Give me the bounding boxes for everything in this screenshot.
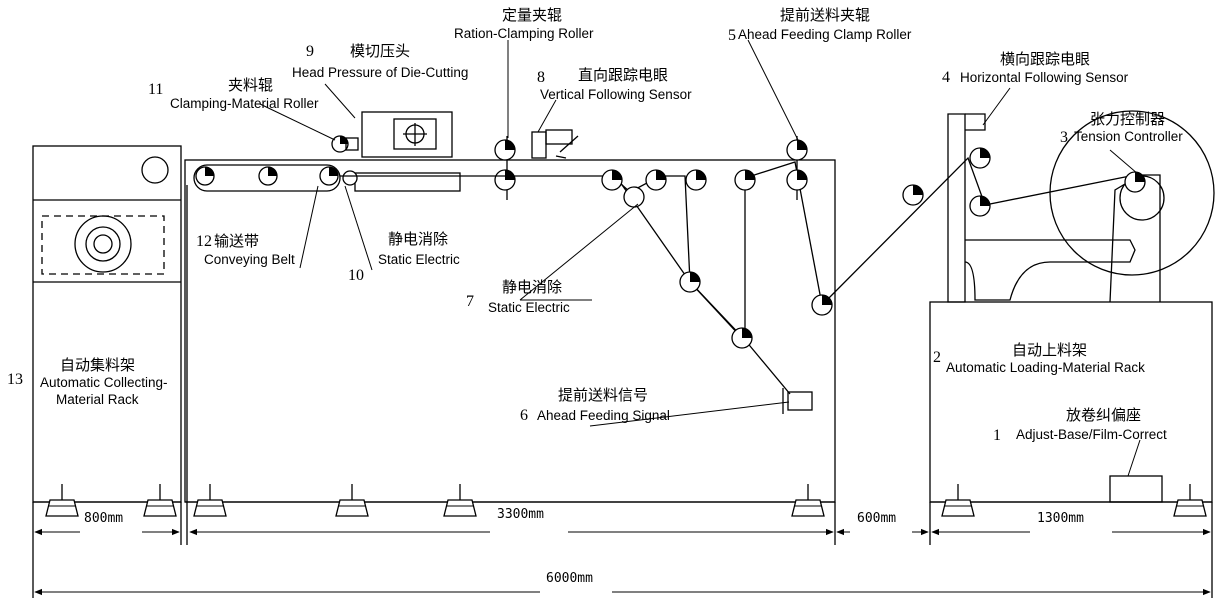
label-13-cn: 自动集料架: [60, 356, 135, 374]
conveying-belt: [186, 164, 341, 545]
label-3-en: Tension Controller: [1074, 129, 1183, 144]
label-10-cn: 静电消除: [388, 230, 448, 248]
label-6-en: Ahead Feeding Signal: [537, 408, 670, 423]
label-9-cn: 模切压头: [350, 42, 410, 60]
label-12-number: 12: [196, 233, 212, 250]
label-3-cn: 张力控制器: [1090, 110, 1165, 128]
dim-belt: 3300mm: [497, 507, 544, 522]
ration-roller-en: Ration-Clamping Roller: [454, 26, 594, 41]
label-13-en: Automatic Collecting-: [40, 375, 168, 390]
leveling-feet: [45, 484, 1207, 517]
adjust-base-box: [1109, 475, 1163, 503]
leader-lines: [259, 39, 1146, 477]
label-9-en: Head Pressure of Die-Cutting: [292, 65, 468, 80]
path-rollers: [601, 147, 1146, 349]
label-1-en: Adjust-Base/Film-Correct: [1016, 427, 1167, 442]
label-2-en: Automatic Loading-Material Rack: [946, 360, 1145, 375]
dim-collect: 800mm: [84, 511, 123, 526]
label-5-en: Ahead Feeding Clamp Roller: [738, 27, 912, 42]
label-4-en: Horizontal Following Sensor: [960, 70, 1129, 85]
label-6-cn: 提前送料信号: [558, 386, 648, 404]
label-11-number: 11: [148, 81, 163, 98]
label-7-number: 7: [466, 293, 474, 310]
label-13-number: 13: [7, 371, 23, 388]
ration-clamping-rollers: [494, 136, 516, 200]
label-4-number: 4: [942, 69, 950, 86]
label-11-cn: 夹料辊: [228, 76, 273, 94]
label-6-number: 6: [520, 407, 528, 424]
dimension-lines: [32, 502, 1213, 598]
ration-roller-cn: 定量夹辊: [502, 6, 562, 24]
label-11-en: Clamping-Material Roller: [170, 96, 319, 111]
label-9-number: 9: [306, 43, 314, 60]
label-13-en2: Material Rack: [56, 392, 139, 407]
label-2-cn: 自动上料架: [1012, 341, 1087, 359]
label-10-en: Static Electric: [378, 252, 460, 267]
label-2-number: 2: [933, 349, 941, 366]
ahead-feeding-clamp-rollers: [786, 136, 808, 200]
collecting-rack-frame: [32, 145, 182, 503]
label-8-number: 8: [537, 69, 545, 86]
label-10-number: 10: [348, 267, 364, 284]
label-8-cn: 直向跟踪电眼: [578, 66, 668, 84]
label-4-cn: 横向跟踪电眼: [1000, 50, 1090, 68]
label-7-en: Static Electric: [488, 300, 570, 315]
label-1-cn: 放卷纠偏座: [1066, 406, 1141, 424]
die-cutting-head: [354, 111, 461, 192]
label-5-number: 5: [728, 27, 736, 44]
dim-total: 6000mm: [546, 571, 593, 586]
label-8-en: Vertical Following Sensor: [540, 87, 692, 102]
label-5-cn: 提前送料夹辊: [780, 6, 870, 24]
label-3-number: 3: [1060, 129, 1068, 146]
label-7-cn: 静电消除: [502, 278, 562, 296]
ahead-feeding-signal-box: [782, 388, 813, 414]
dim-gap: 600mm: [857, 511, 896, 526]
clamping-material-roller: [331, 135, 359, 186]
vertical-following-sensor: [531, 129, 579, 159]
dim-load: 1300mm: [1037, 511, 1084, 526]
label-12-cn: 输送带: [214, 232, 259, 250]
loading-rack-frame: [929, 110, 1215, 503]
label-12-en: Conveying Belt: [204, 252, 295, 267]
label-1-number: 1: [993, 427, 1001, 444]
